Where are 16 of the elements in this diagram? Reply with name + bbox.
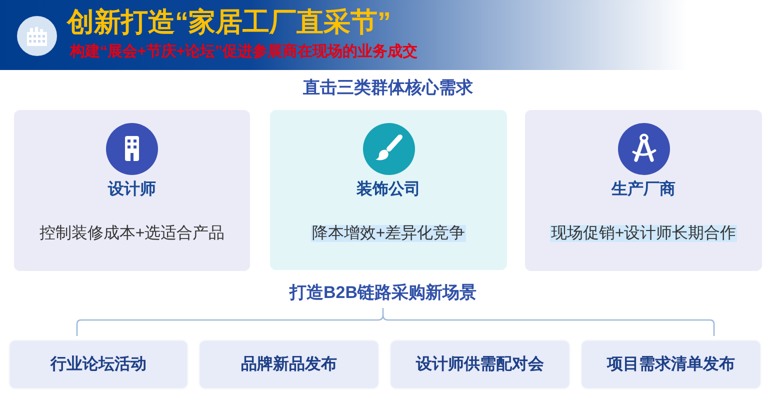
card-description: 控制装修成本+选适合产品 (38, 225, 226, 242)
section-heading: 打造B2B链路采购新场景 (289, 283, 476, 302)
slide-subtitle: 构建“展会+节庆+论坛”促进参展商在现场的业务成交 (70, 43, 418, 61)
scenario-label: 项目需求清单发布 (607, 354, 735, 374)
scenario-label: 品牌新品发布 (241, 354, 337, 374)
scenario-label: 设计师供需配对会 (416, 354, 544, 374)
card-heading: 生产厂商 (612, 181, 676, 198)
card-heading: 装饰公司 (356, 181, 420, 198)
audience-card (525, 110, 762, 271)
audience-card (270, 110, 507, 270)
card-description: 现场促销+设计师长期合作 (550, 225, 738, 242)
card-description: 降本增效+差异化竞争 (310, 225, 466, 242)
scenario-label: 行业论坛活动 (50, 354, 146, 374)
audience-card (14, 110, 250, 271)
card-heading: 设计师 (108, 181, 156, 198)
slide-title: 创新打造“家居工厂直采节” (67, 7, 391, 38)
